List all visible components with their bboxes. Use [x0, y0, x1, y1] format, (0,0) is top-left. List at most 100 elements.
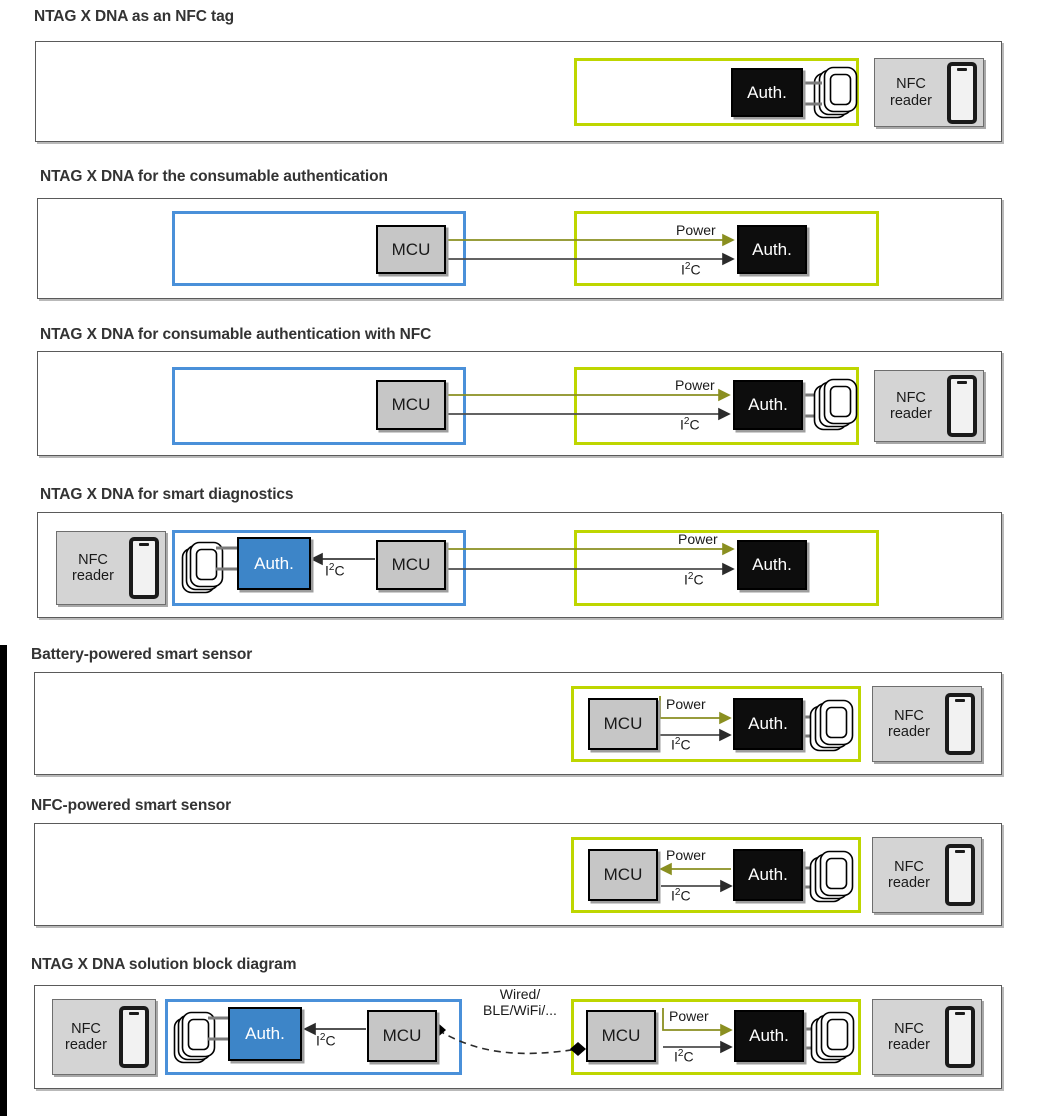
auth-block: Auth. — [737, 225, 807, 274]
phone-icon — [119, 1006, 149, 1068]
nfc-antenna-icon-left — [172, 1006, 226, 1075]
nfc-antenna-icon — [812, 375, 866, 440]
mcu-label: MCU — [603, 714, 643, 733]
auth-block-blue: Auth. — [228, 1007, 302, 1061]
nfc-reader-card: NFC reader — [56, 531, 166, 605]
nfc-reader-label: NFC reader — [888, 1020, 930, 1053]
nfc-antenna-icon-right — [809, 1007, 863, 1074]
mcu-label: MCU — [603, 865, 643, 884]
power-label: Power — [678, 531, 718, 547]
change-bar-upper — [0, 645, 7, 705]
section-battery-powered-smart-sensor: Battery-powered smart sensor Power I2C — [0, 638, 1051, 796]
mcu-label: MCU — [601, 1026, 641, 1045]
nfc-reader-card: NFC reader — [872, 686, 982, 762]
section-title: NTAG X DNA for consumable authentication… — [40, 326, 432, 343]
mcu-block: MCU — [588, 698, 658, 750]
i2c-label: I2C — [680, 416, 700, 433]
mcu-block: MCU — [376, 380, 446, 430]
nfc-reader-card-left: NFC reader — [52, 999, 156, 1075]
section-title: NTAG X DNA for the consumable authentica… — [40, 168, 388, 185]
i2c-label-right: I2C — [684, 571, 704, 588]
power-label: Power — [676, 222, 716, 238]
green-enclosure — [574, 58, 859, 126]
auth-block: Auth. — [733, 698, 803, 750]
i2c-label: I2C — [671, 736, 691, 753]
section-solution-block-diagram: NTAG X DNA solution block diagram NFC re… — [0, 950, 1051, 1116]
change-bar-lower — [0, 705, 7, 1116]
mcu-block: MCU — [376, 225, 446, 274]
section-panel — [37, 198, 1002, 299]
nfc-reader-label: NFC reader — [72, 551, 114, 584]
nfc-antenna-icon — [812, 63, 866, 128]
mcu-block-left: MCU — [367, 1010, 437, 1062]
nfc-antenna-icon — [808, 695, 862, 762]
section-smart-diagnostics: NTAG X DNA for smart diagnostics NFC rea… — [0, 478, 1051, 638]
green-enclosure — [574, 367, 859, 445]
auth-label: Auth. — [748, 865, 788, 884]
wired-ble-wifi-label: Wired/ BLE/WiFi/... — [483, 986, 557, 1019]
mcu-label: MCU — [382, 1026, 422, 1045]
section-title: NFC-powered smart sensor — [31, 797, 232, 814]
nfc-reader-label: NFC reader — [890, 76, 932, 109]
nfc-antenna-icon — [808, 846, 862, 913]
green-enclosure — [574, 530, 879, 606]
nfc-reader-card-right: NFC reader — [872, 999, 982, 1075]
phone-icon — [945, 844, 975, 906]
phone-icon — [945, 693, 975, 755]
section-nfc-tag: NTAG X DNA as an NFC tag Auth. NFC reade… — [0, 0, 1051, 150]
section-title: NTAG X DNA as an NFC tag — [34, 8, 234, 25]
section-title: NTAG X DNA for smart diagnostics — [40, 486, 294, 503]
phone-icon — [129, 537, 159, 599]
blue-enclosure — [172, 530, 466, 606]
mcu-block: MCU — [588, 849, 658, 901]
mcu-block: MCU — [376, 540, 446, 590]
mcu-label: MCU — [391, 395, 431, 414]
i2c-label-right: I2C — [674, 1048, 694, 1065]
auth-label: Auth. — [752, 555, 792, 574]
i2c-label: I2C — [681, 261, 701, 278]
nfc-reader-card: NFC reader — [872, 837, 982, 913]
auth-label: Auth. — [245, 1024, 285, 1043]
nfc-antenna-icon — [180, 536, 234, 605]
i2c-label: I2C — [671, 887, 691, 904]
green-enclosure — [571, 837, 861, 913]
nfc-reader-label: NFC reader — [888, 707, 930, 740]
mcu-label: MCU — [391, 555, 431, 574]
auth-block: Auth. — [737, 540, 807, 590]
auth-block: Auth. — [731, 68, 803, 117]
auth-label: Auth. — [747, 82, 787, 102]
auth-block: Auth. — [734, 1010, 804, 1062]
section-consumable-auth: NTAG X DNA for the consumable authentica… — [0, 160, 1051, 310]
i2c-label-left: I2C — [316, 1032, 336, 1049]
green-enclosure — [571, 686, 861, 762]
phone-icon — [945, 1006, 975, 1068]
green-enclosure — [574, 211, 879, 286]
section-consumable-auth-nfc: NTAG X DNA for consumable authentication… — [0, 318, 1051, 470]
section-nfc-powered-smart-sensor: NFC-powered smart sensor Power I2C — [0, 789, 1051, 947]
section-title: NTAG X DNA solution block diagram — [31, 956, 297, 973]
blue-enclosure — [172, 211, 466, 286]
section-title: Battery-powered smart sensor — [31, 646, 253, 663]
auth-label: Auth. — [748, 395, 788, 414]
nfc-reader-card: NFC reader — [874, 58, 984, 127]
mcu-label: MCU — [391, 239, 431, 259]
power-label: Power — [669, 1008, 709, 1024]
auth-block: Auth. — [733, 380, 803, 430]
phone-icon — [947, 61, 977, 124]
nfc-reader-label: NFC reader — [890, 389, 932, 422]
power-label: Power — [666, 696, 706, 712]
power-label: Power — [666, 847, 706, 863]
auth-block: Auth. — [733, 849, 803, 901]
auth-label: Auth. — [748, 714, 788, 733]
power-label: Power — [675, 377, 715, 393]
auth-label: Auth. — [752, 239, 792, 259]
nfc-reader-label: NFC reader — [888, 858, 930, 891]
auth-label: Auth. — [749, 1026, 789, 1045]
phone-icon — [947, 375, 977, 437]
nfc-reader-card: NFC reader — [874, 370, 984, 442]
nfc-reader-label: NFC reader — [65, 1020, 107, 1053]
auth-block-blue: Auth. — [237, 537, 311, 590]
i2c-label-left: I2C — [325, 562, 345, 579]
mcu-block-right: MCU — [586, 1010, 656, 1062]
